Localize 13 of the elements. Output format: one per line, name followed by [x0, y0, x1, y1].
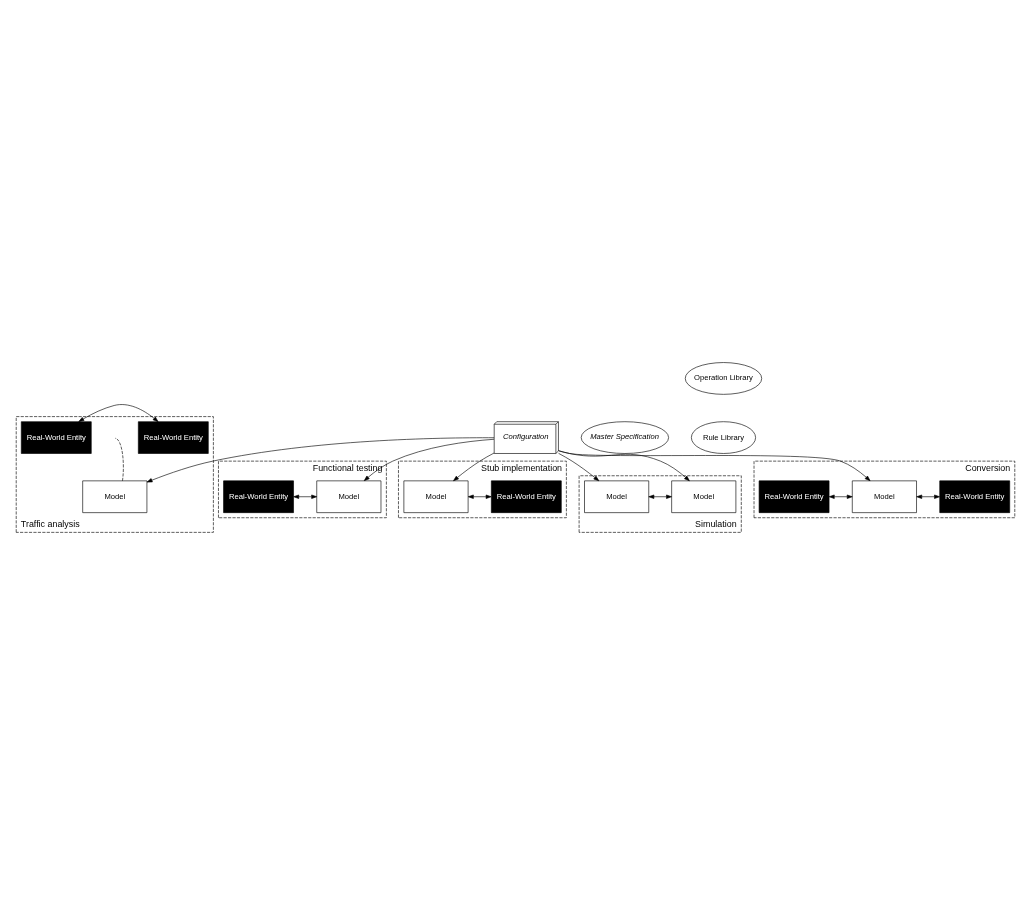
- arrow: [78, 404, 159, 422]
- arrow: [467, 494, 492, 499]
- arrow: [293, 494, 318, 499]
- arrow: [916, 494, 940, 499]
- arrow: [558, 453, 600, 482]
- arrow: [146, 437, 495, 483]
- arrow: [558, 450, 690, 482]
- arrow: [648, 494, 672, 499]
- connector: [114, 437, 124, 482]
- arrow: [453, 452, 495, 482]
- arrow: [828, 494, 853, 499]
- arrow: [558, 450, 871, 482]
- arrow: [363, 438, 495, 481]
